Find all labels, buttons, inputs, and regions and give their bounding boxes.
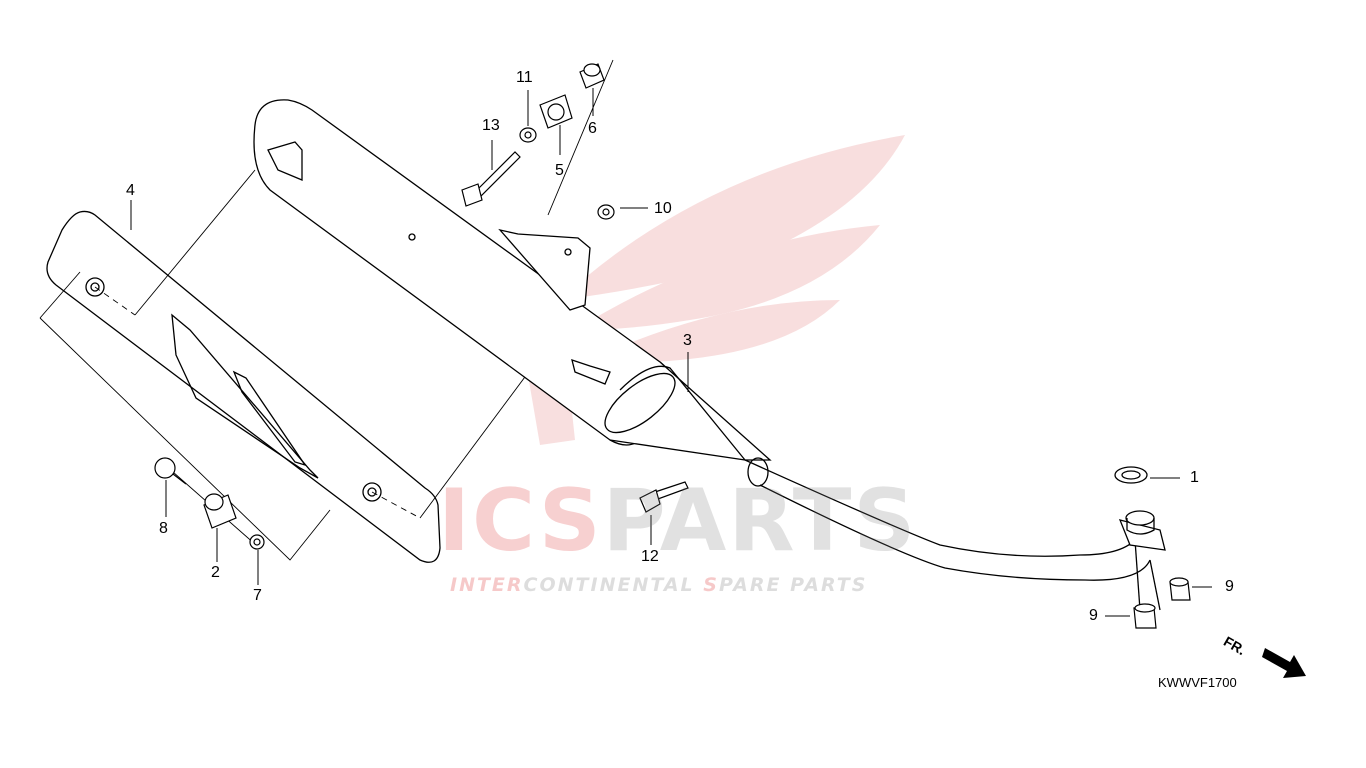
- watermark-tagline: INTERCONTINENTAL SPARE PARTS: [450, 576, 867, 595]
- part-label-3: 3: [683, 332, 692, 349]
- watermark-tagline-gray-1: CONTINENTAL: [523, 574, 704, 596]
- part-label-13: 13: [482, 117, 500, 134]
- watermark-tagline-red-1: INTER: [450, 574, 524, 596]
- flange-nuts: [1133, 577, 1191, 629]
- part-label-5: 5: [555, 162, 564, 179]
- part-label-2: 2: [211, 564, 220, 581]
- watermark-brand-gray: PARTS: [602, 471, 918, 571]
- bolt-12: [639, 481, 689, 513]
- part-label-8: 8: [159, 520, 168, 537]
- collar-6: [579, 63, 605, 89]
- watermark-tagline-red-2: S: [703, 574, 719, 596]
- leader-lines: [39, 59, 614, 561]
- part-label-4: 4: [126, 182, 135, 199]
- front-arrow-icon: [1262, 648, 1306, 678]
- exhaust-pipe: [744, 457, 1166, 611]
- watermark-brand: ICSPARTS: [438, 478, 917, 564]
- diagram-code: KWWVF1700: [1158, 675, 1237, 690]
- bolt-13: [461, 151, 521, 207]
- rubber-10: [597, 204, 615, 220]
- part-label-9a: 9: [1225, 578, 1234, 595]
- gasket: [1114, 466, 1148, 484]
- watermark-brand-red: ICS: [438, 471, 603, 571]
- label-ticks: [130, 88, 1212, 617]
- part-label-9b: 9: [1089, 607, 1098, 624]
- washer-11: [519, 127, 537, 143]
- part-label-1: 1: [1190, 469, 1199, 486]
- shield-hardware: [154, 457, 265, 550]
- rubber-mount-5: [539, 94, 573, 129]
- watermark-tagline-gray-2: PARE PARTS: [718, 574, 868, 596]
- muffler: [253, 99, 772, 461]
- part-label-6: 6: [588, 120, 597, 137]
- part-label-12: 12: [641, 548, 659, 565]
- part-label-10: 10: [654, 200, 672, 217]
- part-label-7: 7: [253, 587, 262, 604]
- part-label-11: 11: [516, 69, 533, 86]
